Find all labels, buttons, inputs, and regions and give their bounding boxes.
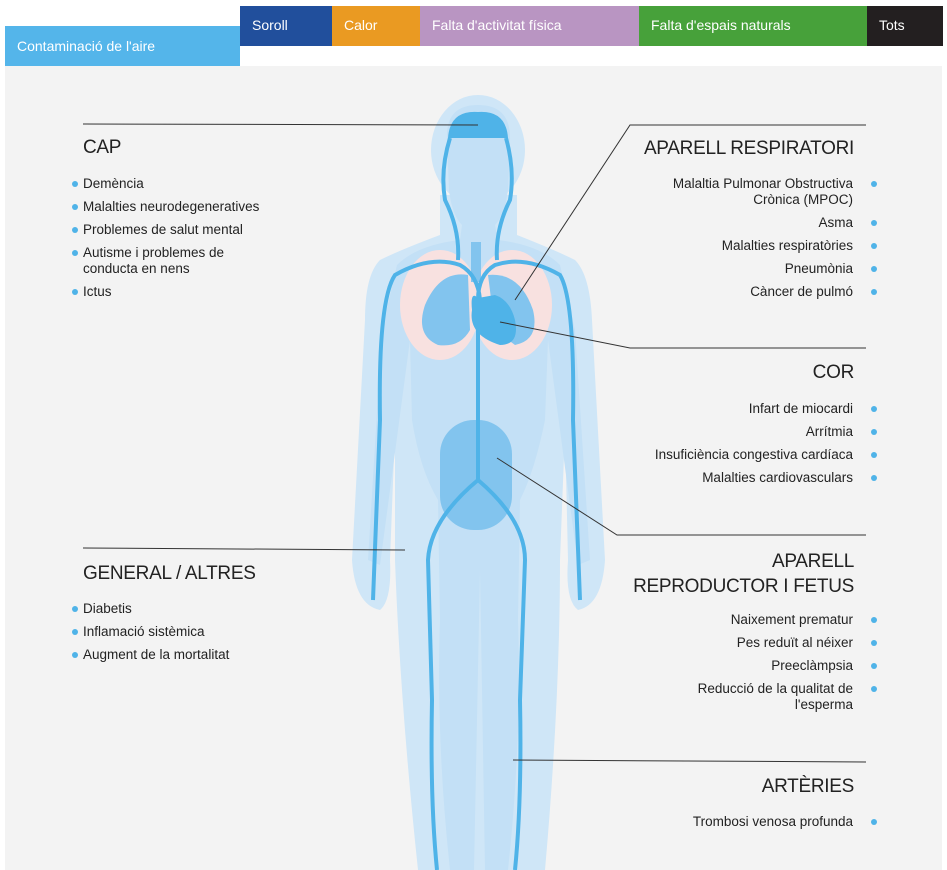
tab-tots[interactable]: Tots: [867, 6, 943, 46]
list-item: Pes reduït al néixer: [673, 635, 877, 651]
list-item: Malalties neurodegeneratives: [72, 199, 274, 215]
list-item: Insuficiència congestiva cardíaca: [593, 447, 877, 463]
general-list: Diabetis Inflamació sistèmica Augment de…: [72, 601, 294, 670]
tab-calor[interactable]: Calor: [332, 6, 420, 46]
heart-icon: [471, 295, 516, 345]
section-title-general: GENERAL / ALTRES: [83, 563, 256, 584]
list-item: Problemes de salut mental: [72, 222, 274, 238]
cor-list: Infart de miocardi Arrítmia Insuficiènci…: [593, 401, 877, 493]
list-item: Infart de miocardi: [593, 401, 877, 417]
tab-falta-espais-naturals[interactable]: Falta d'espais naturals: [639, 6, 867, 46]
list-item: Trombosi venosa profunda: [633, 814, 877, 830]
arteries-list: Trombosi venosa profunda: [633, 814, 877, 837]
list-item: Arrítmia: [593, 424, 877, 440]
list-item: Reducció de la qualitat de l'esperma: [673, 681, 877, 713]
reproductor-list: Naixement prematur Pes reduït al néixer …: [673, 612, 877, 720]
list-item: Preeclàmpsia: [673, 658, 877, 674]
list-item: Càncer de pulmó: [633, 284, 877, 300]
section-title-respiratori: APARELL RESPIRATORI: [643, 138, 854, 159]
section-title-cor: COR: [812, 362, 855, 383]
section-title-reproductor: APARELL REPRODUCTOR I FETUS: [633, 551, 854, 597]
list-item: Inflamació sistèmica: [72, 624, 294, 640]
respiratori-list: Malaltia Pulmonar Obstructiva Crònica (M…: [633, 176, 877, 307]
list-item: Asma: [633, 215, 877, 231]
list-item: Augment de la mortalitat: [72, 647, 294, 663]
tab-contaminacio-aire[interactable]: Contaminació de l'aire: [5, 26, 240, 66]
section-title-cap: CAP: [83, 137, 122, 158]
list-item: Pneumònia: [633, 261, 877, 277]
list-item: Malalties cardiovasculars: [593, 470, 877, 486]
list-item: Diabetis: [72, 601, 294, 617]
section-title-arteries: ARTÈRIES: [761, 776, 855, 797]
list-item: Autisme i problemes de conducta en nens: [72, 245, 253, 277]
tab-falta-activitat-fisica[interactable]: Falta d'activitat física: [420, 6, 639, 46]
list-item: Malaltia Pulmonar Obstructiva Crònica (M…: [633, 176, 877, 208]
list-item: Naixement prematur: [673, 612, 877, 628]
tab-soroll[interactable]: Soroll: [240, 6, 332, 46]
cap-list: Demència Malalties neurodegeneratives Pr…: [72, 176, 274, 307]
list-item: Demència: [72, 176, 274, 192]
list-item: Ictus: [72, 284, 274, 300]
list-item: Malalties respiratòries: [633, 238, 877, 254]
